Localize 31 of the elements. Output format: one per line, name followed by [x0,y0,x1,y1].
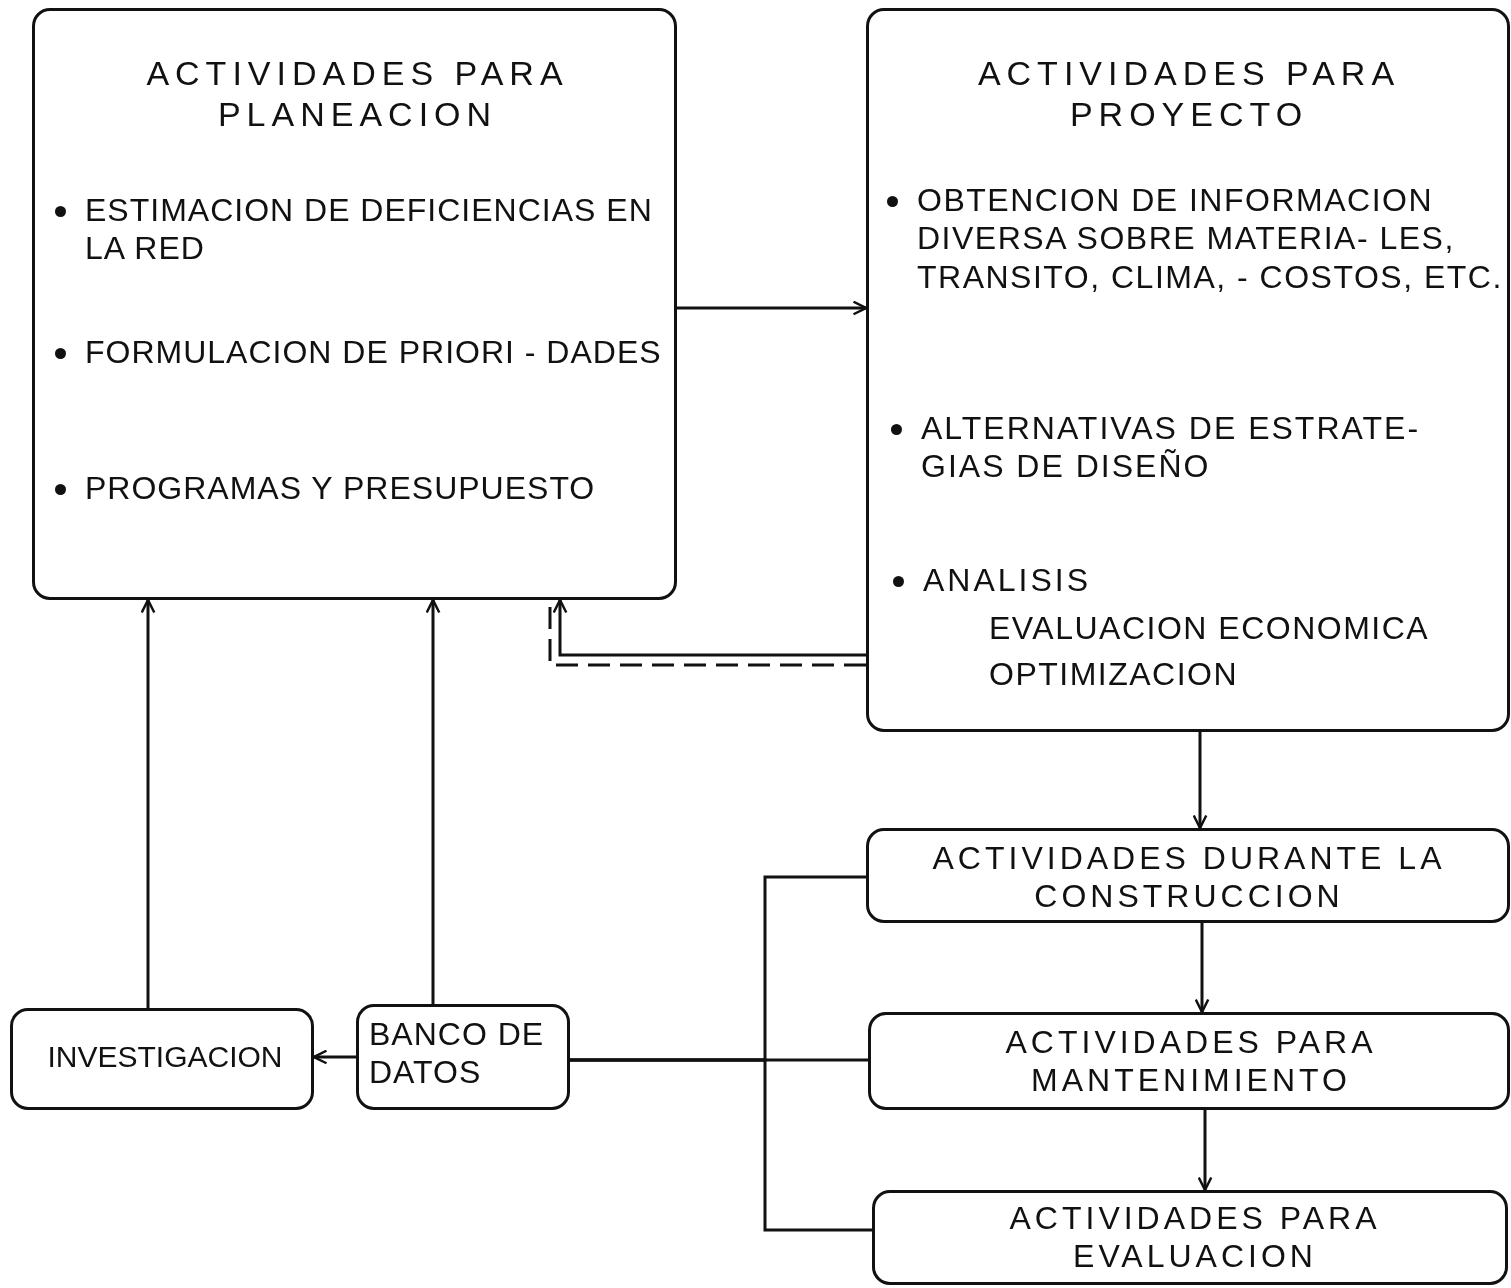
arrow [1197,1110,1213,1192]
arrow [677,300,868,316]
arrow [312,1049,356,1065]
arrow [552,598,866,657]
process-box [356,1004,570,1110]
process-box [10,1008,314,1110]
bullet-item: FORMULACION DE PRIORI - DADES [53,333,673,372]
bullet-item: ANALISIS [891,561,1291,600]
box-text: EVALUACION ECONOMICA [989,609,1431,648]
box-text: INVESTIGACION [46,1039,284,1075]
process-box [32,8,677,600]
box-heading: ACTIVIDADES PARA PROYECTO [976,53,1402,135]
box-text: BANCO DE DATOS [369,1015,546,1092]
connector-line [570,1058,872,1232]
bullet-item: OBTENCION DE INFORMACION DIVERSA SOBRE MATERIA- LES, TRANSITO, CLIMA, - COSTOS, ETC. [885,181,1507,297]
arrow [140,598,156,1008]
box-heading: ACTIVIDADES PARA PLANEACION [145,53,570,135]
bullet-item: ALTERNATIVAS DE ESTRATE- GIAS DE DISEÑO [889,409,1507,486]
process-box [868,1012,1510,1110]
box-text: OPTIMIZACION [989,655,1240,694]
bullet-item: PROGRAMAS Y PRESUPUESTO [53,469,673,508]
process-box [866,8,1510,732]
arrow [1194,923,1210,1014]
box-text: ACTIVIDADES DURANTE LA CONSTRUCCION [931,839,1447,916]
process-box [866,828,1510,923]
process-box [872,1190,1508,1285]
box-text: ACTIVIDADES PARA EVALUACION [1008,1199,1382,1276]
box-text: ACTIVIDADES PARA MANTENIMIENTO [1004,1023,1378,1100]
arrow [1192,732,1208,830]
arrow [425,598,441,1004]
bullet-item: ESTIMACION DE DEFICIENCIAS EN LA RED [53,191,673,268]
